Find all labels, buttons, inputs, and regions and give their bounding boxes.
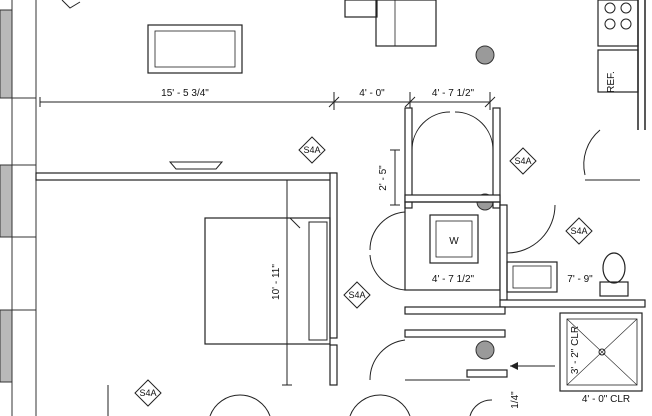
- svg-text:S4A: S4A: [139, 388, 156, 398]
- washer-label: W: [449, 236, 459, 247]
- bathroom: [499, 129, 646, 308]
- refrigerator-label: REF.: [606, 71, 617, 93]
- counter-plate: [168, 161, 224, 170]
- dimension-bath-width: 7' - 9": [567, 274, 593, 285]
- closet-walls: [404, 107, 501, 209]
- svg-text:S4A: S4A: [570, 226, 587, 236]
- dimension-partial: 1/4": [510, 391, 521, 409]
- dimension-living-width: 15' - 5 3/4": [161, 88, 209, 99]
- s4a-tag: S4A: [343, 281, 371, 309]
- bottom-doors: [107, 385, 493, 416]
- svg-text:S4A: S4A: [348, 290, 365, 300]
- dimension-closet-width: 4' - 0": [359, 88, 385, 99]
- s4a-tag: S4A: [298, 136, 326, 164]
- kitchen-appliances: [597, 0, 646, 130]
- s4a-tag: S4A: [509, 147, 537, 175]
- bedroom-walls: [35, 172, 338, 386]
- dimension-laundry-width: 4' - 7 1/2": [432, 274, 475, 285]
- dimension-linen-width: 4' - 7 1/2": [432, 88, 475, 99]
- svg-text:S4A: S4A: [514, 156, 531, 166]
- fixture-circle: [475, 340, 495, 360]
- s4a-tag: S4A: [134, 379, 162, 407]
- fixture-circle: [475, 45, 495, 65]
- dimension-closet-depth-line: [390, 149, 400, 206]
- s4a-tag: S4A: [565, 217, 593, 245]
- dimension-line-top: [39, 92, 496, 110]
- dimension-bedroom-depth: 10' - 11": [271, 264, 282, 300]
- corridor-walls: [369, 306, 508, 381]
- exterior-wall-left: [0, 0, 40, 416]
- svg-text:S4A: S4A: [303, 145, 320, 155]
- bed: [204, 217, 331, 345]
- living-furniture: [61, 0, 437, 74]
- dimension-closet-depth: 2' - 5": [378, 165, 389, 191]
- dimension-shower-depth: 3' - 2" CLR: [570, 326, 581, 374]
- shower: [510, 312, 643, 392]
- dimension-bedroom-vertical: [282, 179, 292, 386]
- dimension-shower-width: 4' - 0" CLR: [582, 394, 630, 405]
